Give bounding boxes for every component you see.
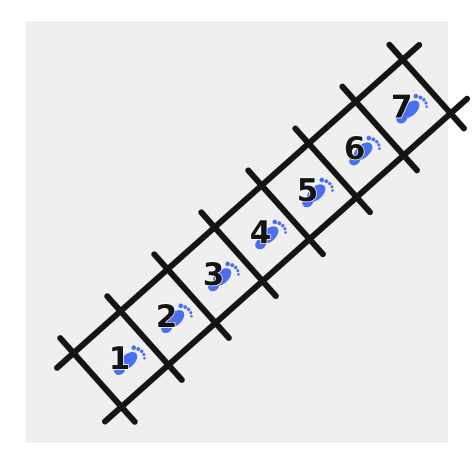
ladder-rung xyxy=(386,41,467,132)
ladder-rung xyxy=(104,293,185,383)
step-number: 4 xyxy=(250,215,272,251)
ladder-rung xyxy=(245,167,326,258)
ladder-rung xyxy=(198,209,279,300)
ladder-rung xyxy=(151,251,232,341)
ladder-rung xyxy=(292,125,373,216)
ladder-rung xyxy=(57,335,138,425)
step-number: 6 xyxy=(344,131,366,167)
ladder-rail-upper xyxy=(54,42,423,371)
step-number: 3 xyxy=(203,257,225,293)
step-number: 1 xyxy=(109,341,131,377)
step-number: 2 xyxy=(156,299,178,335)
step-number: 7 xyxy=(391,89,413,125)
ladder-rung xyxy=(339,83,420,174)
ladder-rails xyxy=(54,42,471,425)
ladder-rungs xyxy=(57,41,467,425)
ladder-rail-lower xyxy=(102,95,471,425)
ladder-panel xyxy=(26,21,448,443)
step-number: 5 xyxy=(297,173,319,209)
